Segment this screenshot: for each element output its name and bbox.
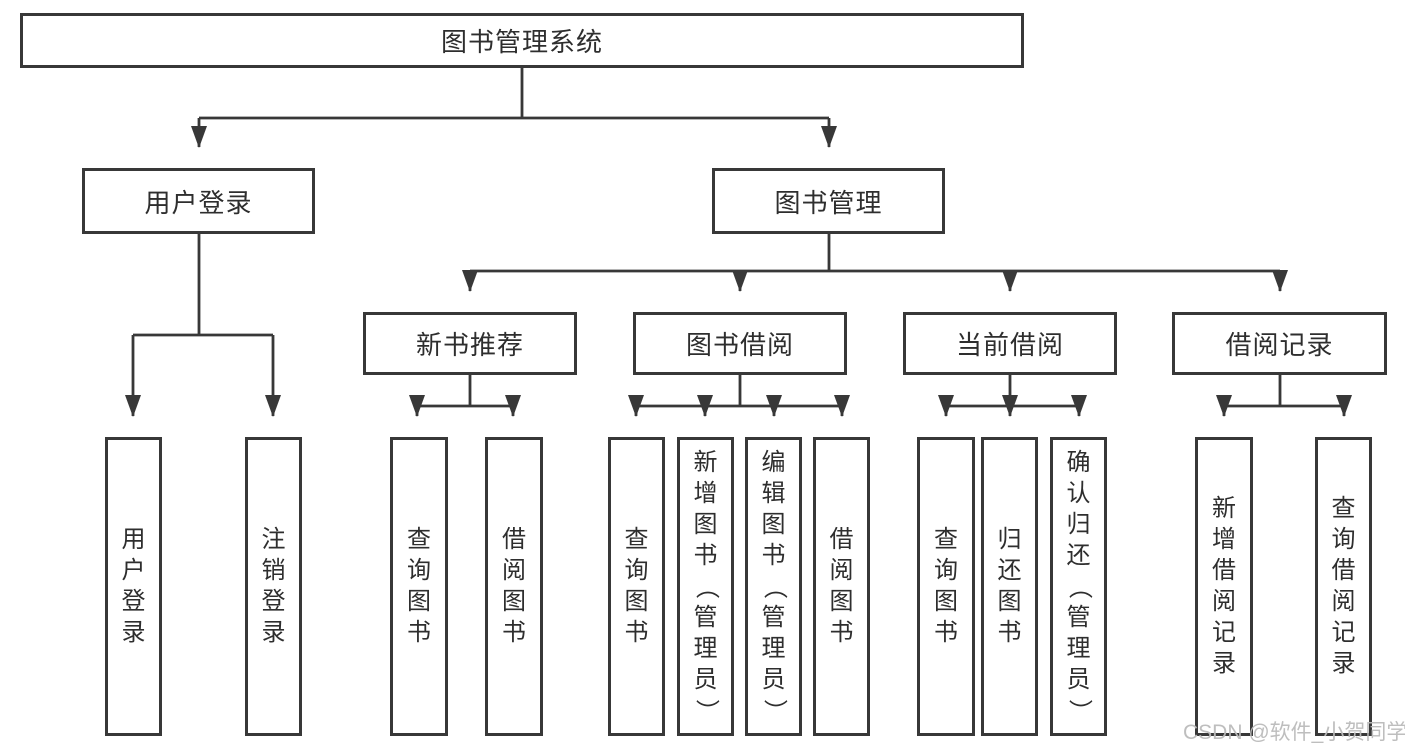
leaf-logout: 注销登录 <box>245 437 302 736</box>
node-new-book-recommend: 新书推荐 <box>363 312 577 375</box>
node-book-borrow: 图书借阅 <box>633 312 847 375</box>
connector-userlogin-to-leaves <box>133 234 273 337</box>
leaf-borrow-borrow-books: 借阅图书 <box>813 437 870 736</box>
connector-root-to-level2 <box>199 68 829 120</box>
leaf-current-return-books: 归还图书 <box>981 437 1038 736</box>
leaf-newbooks-borrow-books: 借阅图书 <box>485 437 543 736</box>
connector-records-to-leaves <box>1224 375 1344 408</box>
leaf-newbooks-query-books: 查询图书 <box>390 437 448 736</box>
leaf-records-add-record: 新增借阅记录 <box>1195 437 1253 736</box>
connector-bookborrow-to-leaves <box>636 375 842 408</box>
leaf-borrow-query-books: 查询图书 <box>608 437 665 736</box>
leaf-user-login: 用户登录 <box>105 437 162 736</box>
leaf-borrow-edit-books-admin: 编辑图书（管理员） <box>745 437 802 736</box>
node-book-management: 图书管理 <box>712 168 945 234</box>
leaf-current-confirm-return-admin: 确认归还（管理员） <box>1050 437 1107 736</box>
connector-newbooks-to-leaves <box>417 375 513 408</box>
node-borrow-records: 借阅记录 <box>1172 312 1387 375</box>
leaf-current-query-books: 查询图书 <box>917 437 975 736</box>
connector-currentborrow-to-leaves <box>946 375 1079 408</box>
connector-bookmgmt-to-level3 <box>470 234 1280 273</box>
node-root-library-system: 图书管理系统 <box>20 13 1024 68</box>
leaf-borrow-add-books-admin: 新增图书（管理员） <box>677 437 734 736</box>
node-current-borrow: 当前借阅 <box>903 312 1117 375</box>
leaf-records-query-record: 查询借阅记录 <box>1315 437 1372 736</box>
node-user-login: 用户登录 <box>82 168 315 234</box>
csdn-watermark: CSDN @软件_小贺同学 <box>1183 721 1405 744</box>
